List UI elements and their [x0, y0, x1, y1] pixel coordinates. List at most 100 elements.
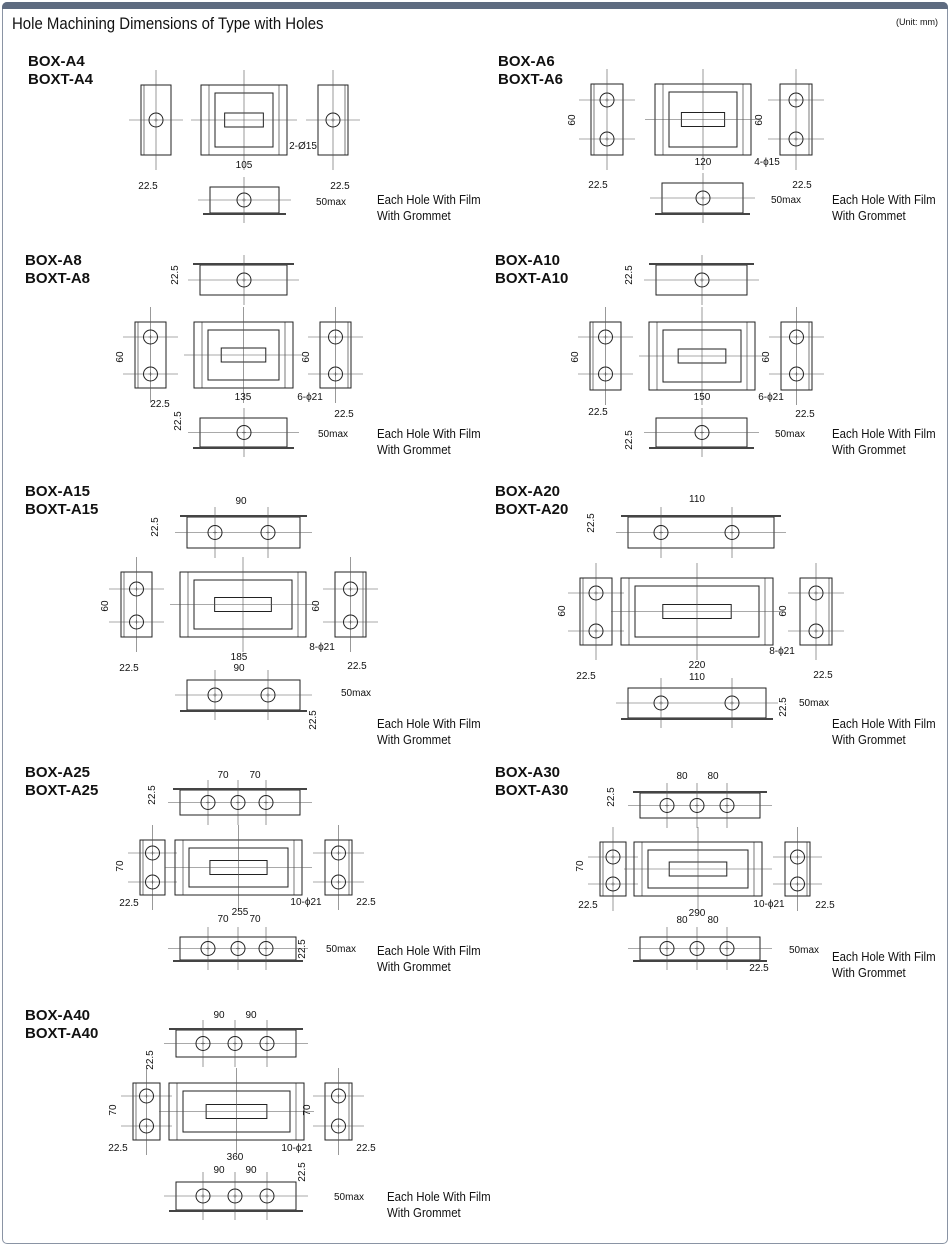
dimension-label: 22.5	[150, 517, 161, 537]
model-name: BOXT-A8	[25, 270, 91, 287]
dimension-label: 22.5	[119, 663, 139, 674]
dimension-label: 22.5	[308, 710, 319, 730]
hole-circle	[659, 798, 675, 813]
dimension-label: 50max	[341, 688, 371, 699]
front-view	[170, 557, 316, 652]
hole-circle	[659, 941, 675, 956]
flange	[193, 447, 294, 449]
top-view	[644, 255, 759, 305]
model-name: BOX-A8	[25, 252, 82, 269]
dimension-label: 110	[689, 672, 705, 683]
dimension-label: 105	[236, 160, 253, 171]
left-side-view	[588, 827, 638, 911]
right-side-view	[306, 70, 360, 170]
hole-circle	[694, 272, 710, 288]
top-view	[616, 507, 786, 558]
dimension-label: 110	[689, 494, 705, 505]
flange	[621, 515, 781, 517]
hole-circle	[788, 92, 804, 108]
dimension-label: 135	[235, 392, 252, 403]
hole-circle	[331, 1088, 346, 1104]
hole-circle	[207, 525, 223, 540]
dimension-label: 22.5	[330, 181, 350, 192]
dimension-label: 90	[233, 663, 245, 674]
model-name: BOXT-A30	[495, 782, 569, 799]
right-side-view	[323, 557, 378, 652]
dimension-label: 80	[707, 771, 719, 782]
note-line: Each Hole With Film	[377, 192, 481, 207]
dimension-label: 2-Ø15	[289, 141, 317, 152]
dimension-label: 22.5	[576, 671, 596, 682]
dimension-label: 22.5	[749, 963, 769, 974]
hole-circle	[143, 366, 158, 382]
dimension-label: 50max	[775, 429, 805, 440]
flange	[649, 447, 754, 449]
hole-circle	[331, 874, 346, 890]
left-side-view	[123, 307, 178, 403]
dimension-label: 255	[232, 907, 249, 918]
dimension-label: 60	[311, 600, 322, 612]
dimension-label: 22.5	[578, 900, 598, 911]
dimension-label: 70	[575, 860, 586, 872]
right-side-view	[768, 69, 824, 170]
model-name: BOX-A30	[495, 764, 561, 781]
hole-circle	[331, 1118, 346, 1134]
note-line: With Grommet	[832, 208, 906, 223]
dimension-label: 70	[115, 860, 126, 872]
model-name: BOX-A20	[495, 483, 561, 500]
model-name: BOXT-A15	[25, 501, 99, 518]
model-name: BOX-A40	[25, 1007, 91, 1024]
dimension-label: 10-ϕ21	[281, 1143, 313, 1154]
hole-circle	[343, 614, 358, 630]
dimension-label: 50max	[799, 698, 829, 709]
note-line: Each Hole With Film	[832, 716, 936, 731]
hole-circle	[328, 329, 343, 345]
dimension-label: 360	[227, 1152, 244, 1163]
dimension-label: 90	[235, 496, 247, 507]
dimension-label: 6-ϕ21	[758, 392, 784, 403]
hole-circle	[719, 941, 735, 956]
dimension-label: 50max	[326, 944, 356, 955]
dimension-label: 60	[100, 600, 111, 612]
model-name: BOXT-A4	[28, 71, 94, 88]
hole-circle	[719, 798, 735, 813]
note-line: With Grommet	[377, 959, 451, 974]
front-view	[611, 563, 783, 660]
hole-circle	[325, 112, 341, 128]
dimension-label: 80	[676, 915, 688, 926]
dimension-label: 50max	[789, 945, 819, 956]
model-name: BOX-A6	[498, 53, 555, 70]
bottom-view	[164, 1172, 308, 1220]
note-line: With Grommet	[377, 208, 451, 223]
hole-circle	[129, 581, 144, 597]
hole-circle	[227, 1036, 243, 1051]
hole-circle	[259, 1188, 275, 1204]
bottom-view	[188, 408, 299, 457]
dimension-label: 90	[213, 1165, 225, 1176]
dimension-label: 22.5	[297, 1162, 308, 1182]
dimension-label: 150	[694, 392, 711, 403]
dimension-label: 4-ϕ15	[754, 157, 780, 168]
top-view	[168, 780, 312, 825]
hole-circle	[605, 876, 621, 892]
hole-circle	[790, 876, 805, 892]
hole-circle	[258, 795, 274, 810]
flange	[180, 515, 307, 517]
dimension-label: 22.5	[347, 661, 367, 672]
dimension-label: 50max	[771, 195, 801, 206]
dimension-label: 8-ϕ21	[769, 646, 795, 657]
dimension-label: 8-ϕ21	[309, 642, 335, 653]
page-title: Hole Machining Dimensions of Type with H…	[12, 14, 324, 33]
left-side-view	[129, 70, 183, 170]
right-side-view	[313, 1068, 364, 1155]
